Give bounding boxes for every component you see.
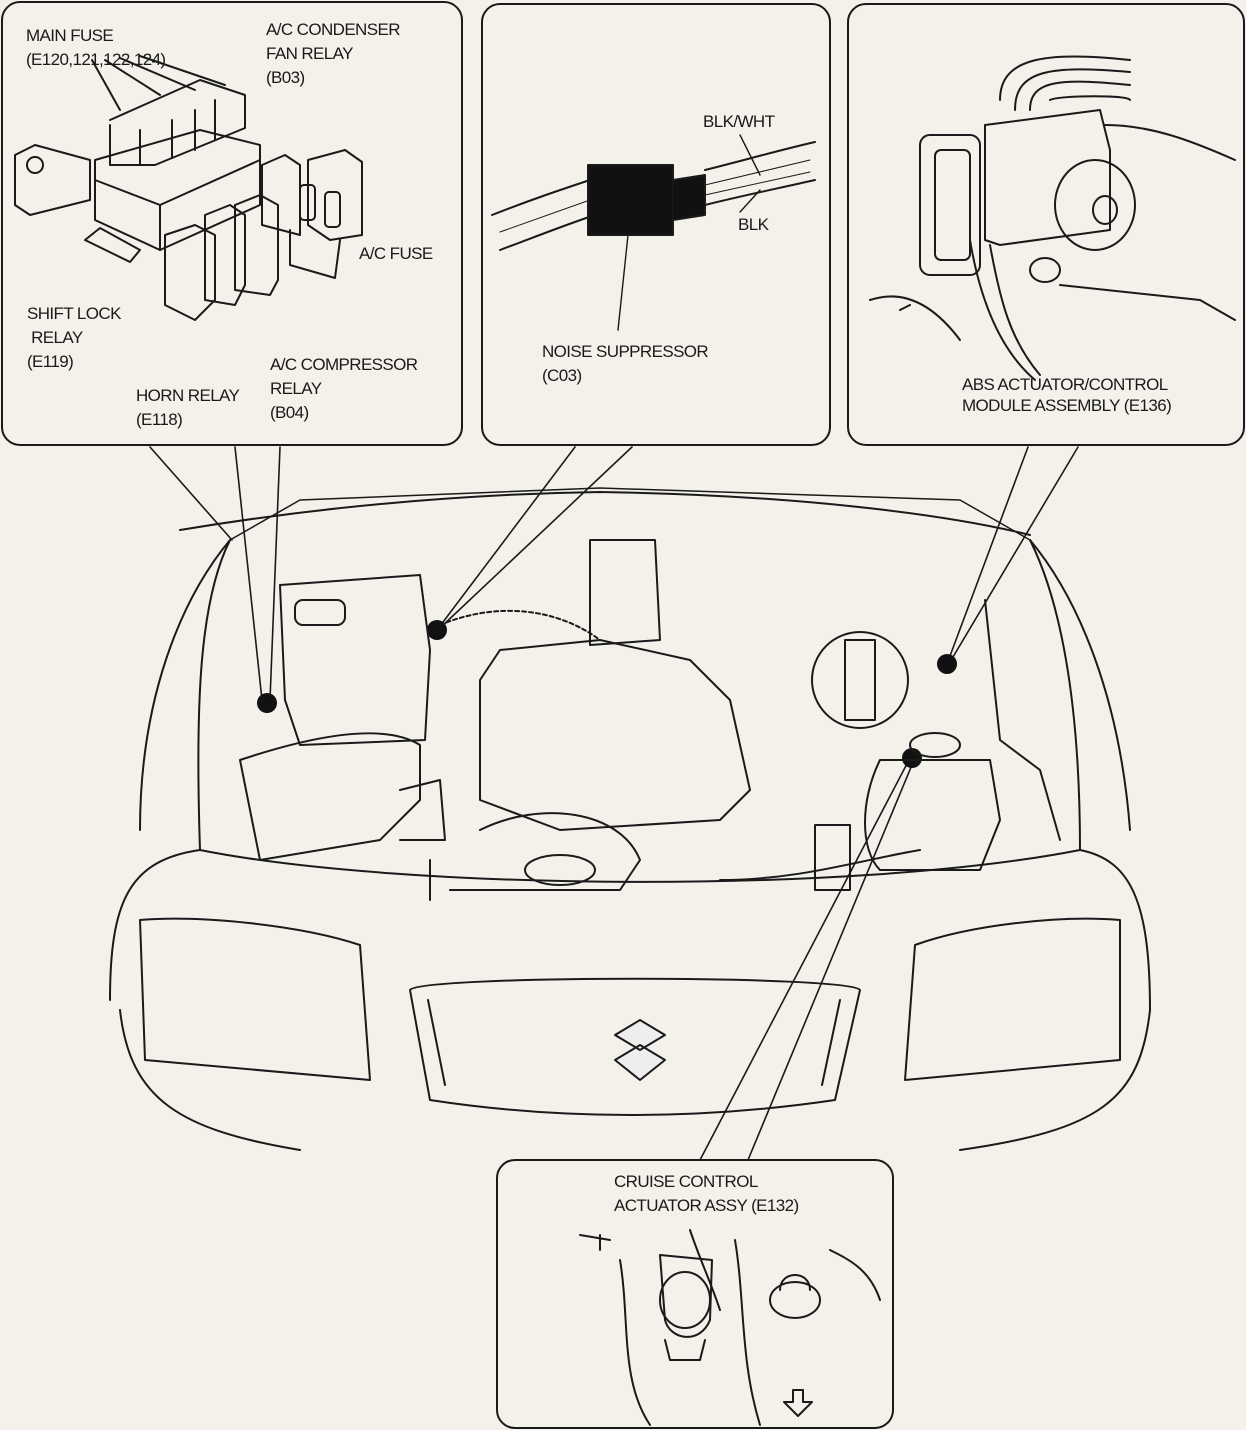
ac-fuse-label: A/C FUSE [359,242,433,266]
label-line: (E119) [27,352,74,371]
label-line: HORN RELAY [136,386,240,405]
vehicle-front-illustration [109,487,1151,1151]
abs-module-illustration [869,55,1236,381]
fuse-box-location-dot [257,693,277,713]
label-line: RELAY [270,379,322,398]
shift-lock-relay-label: SHIFT LOCK RELAY (E119) [27,302,121,374]
label-line: RELAY [27,328,83,347]
leader-lines [149,446,1079,1161]
ac-condenser-fan-relay-label: A/C CONDENSER FAN RELAY (B03) [266,18,400,90]
label-line: ABS ACTUATOR/CONTROL [962,375,1168,394]
fuse-box-illustration [14,55,363,321]
noise-suppressor-illustration [491,134,816,331]
label-line: ACTUATOR ASSY (E132) [614,1196,799,1215]
label-line: (B03) [266,68,305,87]
arrow-down-icon [783,1389,813,1417]
label-line: FAN RELAY [266,44,353,63]
label-line: A/C COMPRESSOR [270,355,418,374]
label-line: SHIFT LOCK [27,304,121,323]
label-line: (C03) [542,366,582,385]
label-line: CRUISE CONTROL [614,1172,758,1191]
horn-relay-label: HORN RELAY (E118) [136,384,240,432]
main-fuse-label-line: MAIN FUSE [26,26,114,45]
label-line: MODULE ASSEMBLY (E136) [962,396,1172,415]
abs-location-dot [937,654,957,674]
main-fuse-label: MAIN FUSE (E120,121,122,124) [26,24,166,72]
main-fuse-label-line: (E120,121,122,124) [26,50,166,69]
abs-module-label: ABS ACTUATOR/CONTROL MODULE ASSEMBLY (E1… [962,374,1172,416]
noise-suppressor-label: NOISE SUPPRESSOR (C03) [542,340,709,388]
ac-compressor-relay-label: A/C COMPRESSOR RELAY (B04) [270,353,418,425]
label-line: A/C CONDENSER [266,20,400,39]
cruise-actuator-illustration [579,1229,881,1426]
label-line: A/C FUSE [359,244,433,263]
label-line: NOISE SUPPRESSOR [542,342,709,361]
fuse-box-panel [1,1,463,446]
blk-wire-label: BLK [738,215,769,234]
cruise-actuator-label: CRUISE CONTROL ACTUATOR ASSY (E132) [614,1170,799,1218]
label-line: (B04) [270,403,309,422]
label-line: (E118) [136,410,183,429]
noise-suppressor-panel [481,3,831,446]
cruise-panel [496,1159,894,1429]
abs-panel [847,3,1245,446]
blk-wht-wire-label: BLK/WHT [703,112,775,131]
